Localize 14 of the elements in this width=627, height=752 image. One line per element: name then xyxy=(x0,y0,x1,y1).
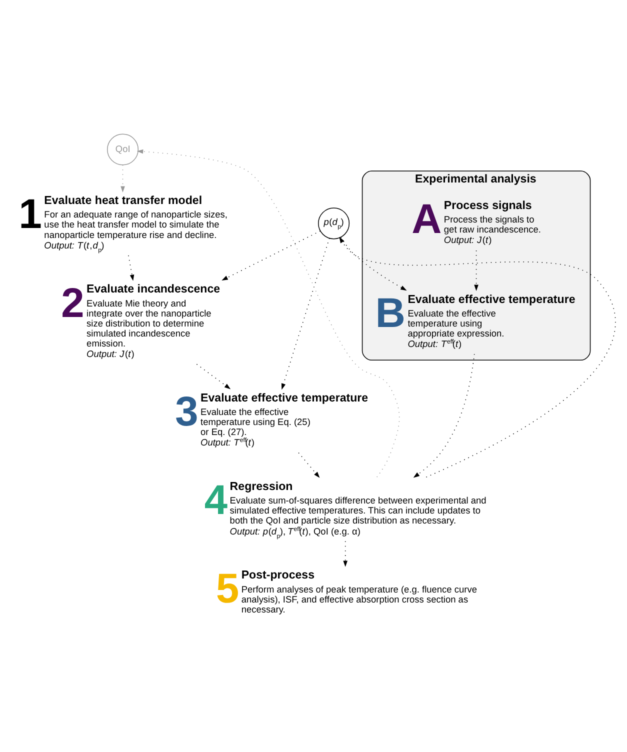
node-circle: p(d$_{p}$) xyxy=(318,207,350,239)
arrow xyxy=(196,363,231,389)
arrow xyxy=(340,236,407,290)
arrow xyxy=(128,254,134,280)
arrow xyxy=(339,236,616,477)
arrow xyxy=(120,164,125,192)
arrow xyxy=(413,353,475,478)
arrow xyxy=(298,452,320,478)
arrow xyxy=(281,237,330,390)
node-circle: QoI xyxy=(106,133,139,165)
arrow xyxy=(222,230,321,280)
arrow xyxy=(343,540,348,566)
arrow xyxy=(474,250,478,290)
arrow xyxy=(136,148,400,477)
